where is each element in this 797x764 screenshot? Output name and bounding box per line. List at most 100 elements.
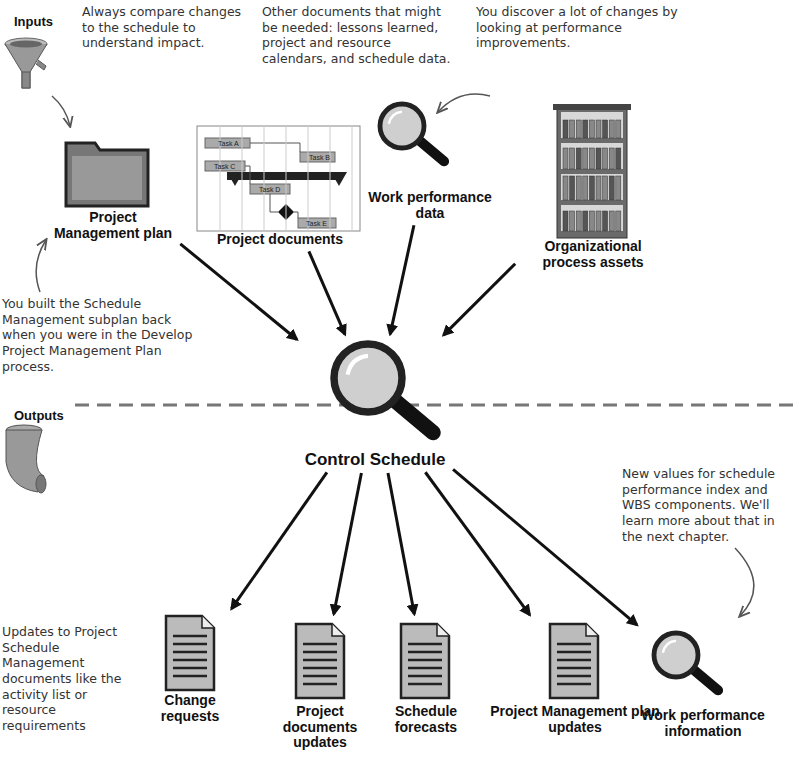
book	[589, 211, 594, 231]
book	[583, 211, 588, 231]
book	[563, 120, 568, 138]
glare	[348, 356, 368, 375]
book	[570, 148, 575, 169]
book	[589, 120, 594, 138]
book	[570, 120, 575, 138]
node-label: Control Schedule	[300, 450, 450, 469]
book	[563, 211, 568, 231]
book	[616, 148, 621, 169]
node-label: Schedule forecasts	[384, 704, 468, 735]
pipe-icon	[6, 425, 46, 493]
input-node: Project Management plan	[48, 136, 178, 241]
output-node: Project documents updates	[262, 618, 378, 751]
magnifier-icon	[334, 344, 433, 433]
book	[616, 176, 621, 200]
handwritten-note: You discover a lot of changes by looking…	[476, 4, 681, 51]
node-label: Organizational process assets	[518, 239, 668, 270]
book	[609, 148, 614, 169]
lens	[654, 633, 698, 677]
grid-line	[330, 126, 331, 231]
book	[603, 176, 608, 200]
document-icon	[166, 616, 214, 690]
handle	[419, 140, 444, 161]
document-icon	[550, 624, 598, 698]
handle	[693, 669, 718, 690]
task-label: Task D	[259, 186, 280, 193]
book	[576, 148, 581, 169]
flow-arrow	[390, 225, 414, 334]
handle	[394, 400, 433, 433]
shelf	[561, 143, 623, 169]
folder-icon	[66, 143, 148, 206]
task-label: Task C	[214, 163, 235, 170]
book	[583, 176, 588, 200]
book	[563, 176, 568, 200]
leader-line	[52, 96, 70, 126]
book	[616, 120, 621, 138]
task-label: Task A	[218, 140, 239, 147]
document-icon	[296, 624, 344, 698]
book	[616, 211, 621, 231]
leader-line	[438, 94, 490, 112]
output-node: Project Management plan updates	[488, 618, 662, 735]
bookshelf-icon	[553, 104, 631, 238]
node-label: Work performance information	[640, 708, 766, 739]
divider	[75, 404, 797, 407]
handwritten-note: Other documents that might be needed: le…	[262, 4, 452, 67]
book	[583, 120, 588, 138]
handwritten-note: You built the Schedule Management subpla…	[2, 296, 194, 374]
book	[603, 211, 608, 231]
grid-line	[286, 126, 287, 231]
input-node: Organizational process assets	[518, 102, 668, 270]
book	[570, 176, 575, 200]
lens	[380, 104, 424, 148]
book	[596, 176, 601, 200]
handwritten-note: Updates to Project Schedule Management d…	[2, 624, 124, 733]
book	[576, 120, 581, 138]
grid-line	[242, 126, 243, 231]
book	[596, 148, 601, 169]
document-icon	[401, 624, 449, 698]
flow-arrow	[180, 244, 297, 340]
lens	[334, 344, 402, 412]
node-label: Project Management plan	[48, 210, 178, 241]
leader-line	[735, 548, 754, 616]
flow-arrow	[425, 472, 529, 615]
process-node: Control Schedule	[300, 338, 450, 469]
grid-line	[264, 126, 265, 231]
flow-arrow	[388, 473, 414, 614]
node-label: Project documents	[195, 232, 365, 248]
output-node: Work performance information	[640, 622, 766, 739]
flow-arrow	[444, 264, 516, 335]
handwritten-note: New values for schedule performance inde…	[622, 466, 794, 544]
node-label: Project documents updates	[262, 704, 378, 751]
flow-arrow	[334, 473, 362, 614]
output-node: Schedule forecasts	[384, 618, 468, 735]
book	[609, 120, 614, 138]
node-label: Change requests	[138, 693, 242, 724]
magnifier-icon	[380, 104, 444, 161]
flow-arrow	[309, 251, 345, 334]
book	[589, 148, 594, 169]
task-label: Task B	[309, 154, 330, 161]
book	[576, 176, 581, 200]
glare	[389, 112, 402, 124]
book	[596, 211, 601, 231]
output-node: Change requests	[138, 612, 242, 724]
book	[609, 176, 614, 200]
magnifier-icon	[654, 633, 718, 690]
book	[583, 148, 588, 169]
task-label: Task E	[306, 220, 327, 227]
book	[563, 148, 568, 169]
input-node: Work performance data	[368, 82, 492, 221]
leader-line	[36, 240, 46, 292]
flow-arrow	[453, 469, 637, 624]
book	[596, 120, 601, 138]
book	[603, 148, 608, 169]
book	[576, 211, 581, 231]
shelf	[561, 174, 623, 200]
section-label: Outputs	[14, 408, 64, 423]
book	[570, 211, 575, 231]
book	[589, 176, 594, 200]
